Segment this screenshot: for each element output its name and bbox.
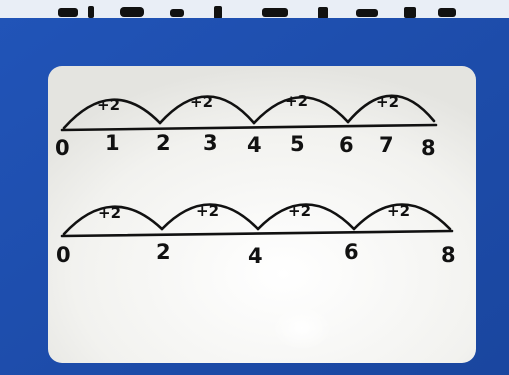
top-banner-strip: [0, 0, 509, 18]
number-line-2-hop-label: +2: [98, 204, 121, 222]
number-line-1-number: 0: [55, 136, 70, 160]
number-line-2-number: 8: [441, 243, 456, 267]
number-line-2-number: 6: [344, 240, 359, 264]
light-glare: [272, 306, 332, 350]
number-line-1-number: 4: [247, 133, 262, 157]
number-line-2-number: 4: [248, 244, 263, 268]
number-line-2-hop-label: +2: [196, 202, 219, 220]
number-line-1-number: 2: [156, 131, 171, 155]
number-line-2-number: 0: [56, 243, 71, 267]
number-line-1-number: 5: [290, 132, 305, 156]
number-line-1-hop-label: +2: [97, 96, 120, 114]
number-line-1-number: 1: [105, 131, 120, 155]
cropped-text-fragment: [0, 0, 509, 18]
number-line-1-hop-label: +2: [376, 93, 399, 111]
number-line-2-hop-label: +2: [288, 202, 311, 220]
number-line-1-number: 8: [421, 136, 436, 160]
number-line-1-number: 7: [379, 133, 394, 157]
number-line-2-number: 2: [156, 240, 171, 264]
number-line-2-hop-label: +2: [387, 202, 410, 220]
number-line-1-number: 6: [339, 133, 354, 157]
number-line-1-number: 3: [203, 131, 218, 155]
number-line-1-hop-label: +2: [190, 93, 213, 111]
number-line-1-hop-label: +2: [285, 92, 308, 110]
